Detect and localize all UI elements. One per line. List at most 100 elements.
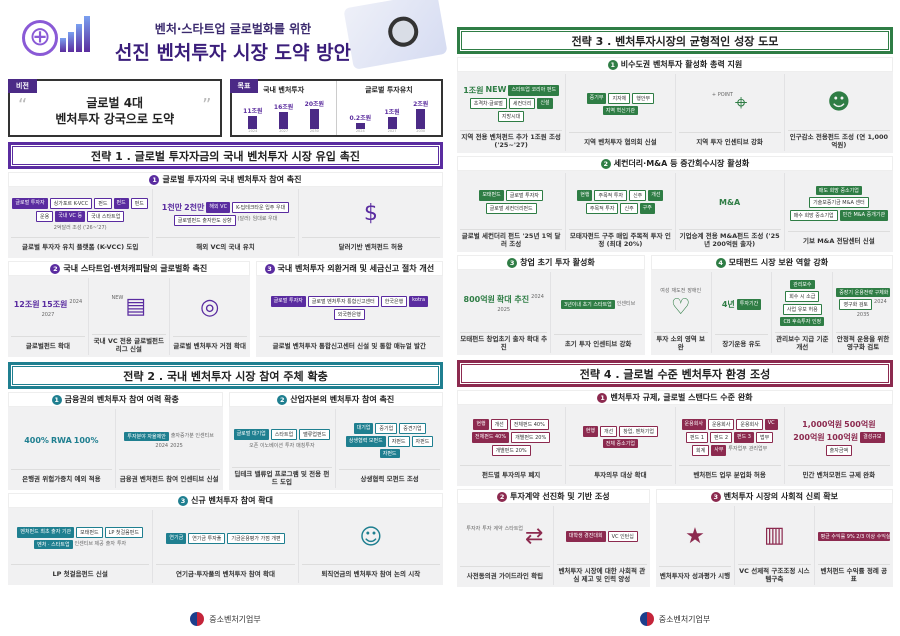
subsection-title: 국내 스타트업·벤처캐피탈의 글로벌화 촉진 bbox=[63, 264, 208, 273]
diagram-label: 자펀드 bbox=[379, 448, 400, 458]
diagram-label: 글로벌 벤처투자 통합신고센터 bbox=[307, 296, 379, 307]
diagram-note: 2027 bbox=[41, 311, 55, 318]
diagram-note: 2024 bbox=[531, 293, 544, 300]
header: ⊕ 벤처·스타트업 글로벌화를 위한 선진 벤처투자 시장 도약 방안 bbox=[8, 0, 448, 75]
ministry-logo: 중소벤처기업부 bbox=[8, 606, 443, 632]
goal-bar-year: 2024 bbox=[248, 129, 258, 133]
goal-bar-year: 2030 bbox=[309, 129, 319, 133]
diagram-label: 스타트업 코리아 펀드 bbox=[508, 84, 560, 96]
policy-illustration: ★ bbox=[659, 508, 731, 566]
diagram-label: 중견기업 bbox=[399, 422, 426, 434]
goal-group-title: 국내 벤처투자 bbox=[263, 86, 305, 94]
diagram-note: 관리업무 bbox=[748, 445, 768, 452]
diagram-label: 글로벌 투자자 bbox=[505, 190, 543, 201]
diagram-label: 펀드 bbox=[94, 197, 112, 209]
policy-illustration: NEW▤ bbox=[92, 280, 166, 334]
policy-caption: 글로벌 투자자 유치 플랫폼 (K-VCC) 도입 bbox=[11, 237, 150, 254]
diagram-label: 국내 스타트업 bbox=[87, 210, 125, 222]
diagram-label: 신주 bbox=[629, 190, 647, 201]
goal-label: 목표 bbox=[229, 79, 259, 93]
policy-caption: 지역 전용 벤처펀드 추가 1조원 조성 ('25~'27) bbox=[460, 130, 563, 149]
diagram-label: 운용회사 bbox=[736, 418, 763, 430]
diagram-note: 투자자 bbox=[466, 526, 481, 532]
policy-illustration: M&A bbox=[679, 175, 781, 229]
diagram-label: 글로벌펀드 출자한도 상향 bbox=[173, 215, 236, 226]
diagram-label: 자펀드 bbox=[411, 435, 434, 447]
vision-line1: 글로벌 4대 bbox=[86, 96, 144, 110]
policy-illustration: $ bbox=[302, 191, 440, 237]
policy-caption: 펀드별 투자의무 폐지 bbox=[460, 465, 563, 482]
subsection-number-badge: 1 bbox=[607, 59, 618, 70]
diagram-label: 전체펀드 40% bbox=[509, 418, 549, 430]
policy-caption: 상생협력 모펀드 조성 bbox=[339, 469, 440, 486]
diagram-label: 벤처펀드 최초 출자 기관 bbox=[17, 527, 75, 538]
diagram-note: 투자업무 bbox=[728, 445, 747, 452]
policy-item: ☻인구감소 전용펀드 조성 (연 1,000억원) bbox=[783, 74, 893, 151]
strategy-banner: 전략 4 . 글로벌 수준 벤처투자 환경 조성 bbox=[457, 360, 893, 387]
diagram-note: 매칭투자 bbox=[296, 443, 315, 449]
diagram-label: 평균 수익률 9% 2/3 이상 수익실현 bbox=[817, 531, 890, 541]
highlight-figure: 500억원 bbox=[844, 419, 876, 429]
goal-bar-fill bbox=[416, 109, 426, 129]
diagram-label: 매도 희망 중소기업 bbox=[815, 185, 862, 195]
vision-label: 비전 bbox=[8, 79, 37, 93]
quote-open-icon: “ bbox=[18, 95, 28, 116]
diagram-note: 2024 bbox=[155, 442, 169, 449]
diagram-label: 대학생 경진대회 bbox=[565, 530, 606, 542]
subsection-title: 글로벌 투자자의 국내 벤처투자 참여 촉진 bbox=[162, 175, 302, 184]
diagram-note: 오픈 이노베이션 bbox=[249, 443, 283, 449]
policy-caption: 해외 VC의 국내 유치 bbox=[156, 237, 295, 254]
magnifier-document-icon bbox=[343, 0, 448, 70]
policy-caption: 인구감소 전용펀드 조성 (연 1,000억원) bbox=[787, 130, 890, 149]
policy-caption: 벤처투자 시장에 대한 사회적 관심 제고 및 인력 양성 bbox=[556, 564, 647, 583]
policy-caption: 연기금·투자풀의 벤처투자 참여 확대 bbox=[156, 564, 295, 581]
policy-caption: VC 선제적 구조조정 시스템구축 bbox=[738, 564, 811, 583]
diagram-label: 밸류업펀드 bbox=[299, 429, 331, 440]
diagram-label: 개별펀드 20% bbox=[491, 444, 531, 456]
subsection-title: 비수도권 벤처투자 활성화 총력 지원 bbox=[620, 60, 743, 69]
diagram-label: 투자분야 자율제안 bbox=[124, 431, 169, 441]
policy-caption: 금융권 벤처펀드 참여 인센티브 신설 bbox=[118, 469, 220, 486]
policy-caption: 민간 벤처모펀드 규제 완화 bbox=[787, 465, 890, 482]
policy-caption: 사전동의권 가이드라인 확립 bbox=[460, 566, 550, 583]
highlight-figure: 1천만 bbox=[161, 203, 183, 212]
diagram-note: 계약 bbox=[493, 526, 503, 532]
policy-illustration: ▥ bbox=[738, 508, 810, 564]
policy-item: ◎글로벌 벤처투자 거점 확대 bbox=[168, 278, 250, 355]
policy-caption: 퇴직연금의 벤처투자 참여 논의 시작 bbox=[301, 564, 440, 581]
goal-bar-year: 2027 bbox=[279, 129, 289, 133]
policy-item: NEW▤국내 VC 전용 글로벌펀드 리그 신설 bbox=[87, 278, 169, 355]
policy-caption: 지역 투자 인센티브 강화 bbox=[678, 132, 781, 149]
subsection-title: 금융권의 벤처투자 참여 여력 확충 bbox=[64, 395, 179, 404]
diagram-label: 영구화 검토 bbox=[839, 299, 873, 310]
policy-item: + POINT⌖지역 투자 인센티브 강화 bbox=[674, 74, 784, 151]
diagram-label: 모태펀드 bbox=[479, 190, 504, 201]
